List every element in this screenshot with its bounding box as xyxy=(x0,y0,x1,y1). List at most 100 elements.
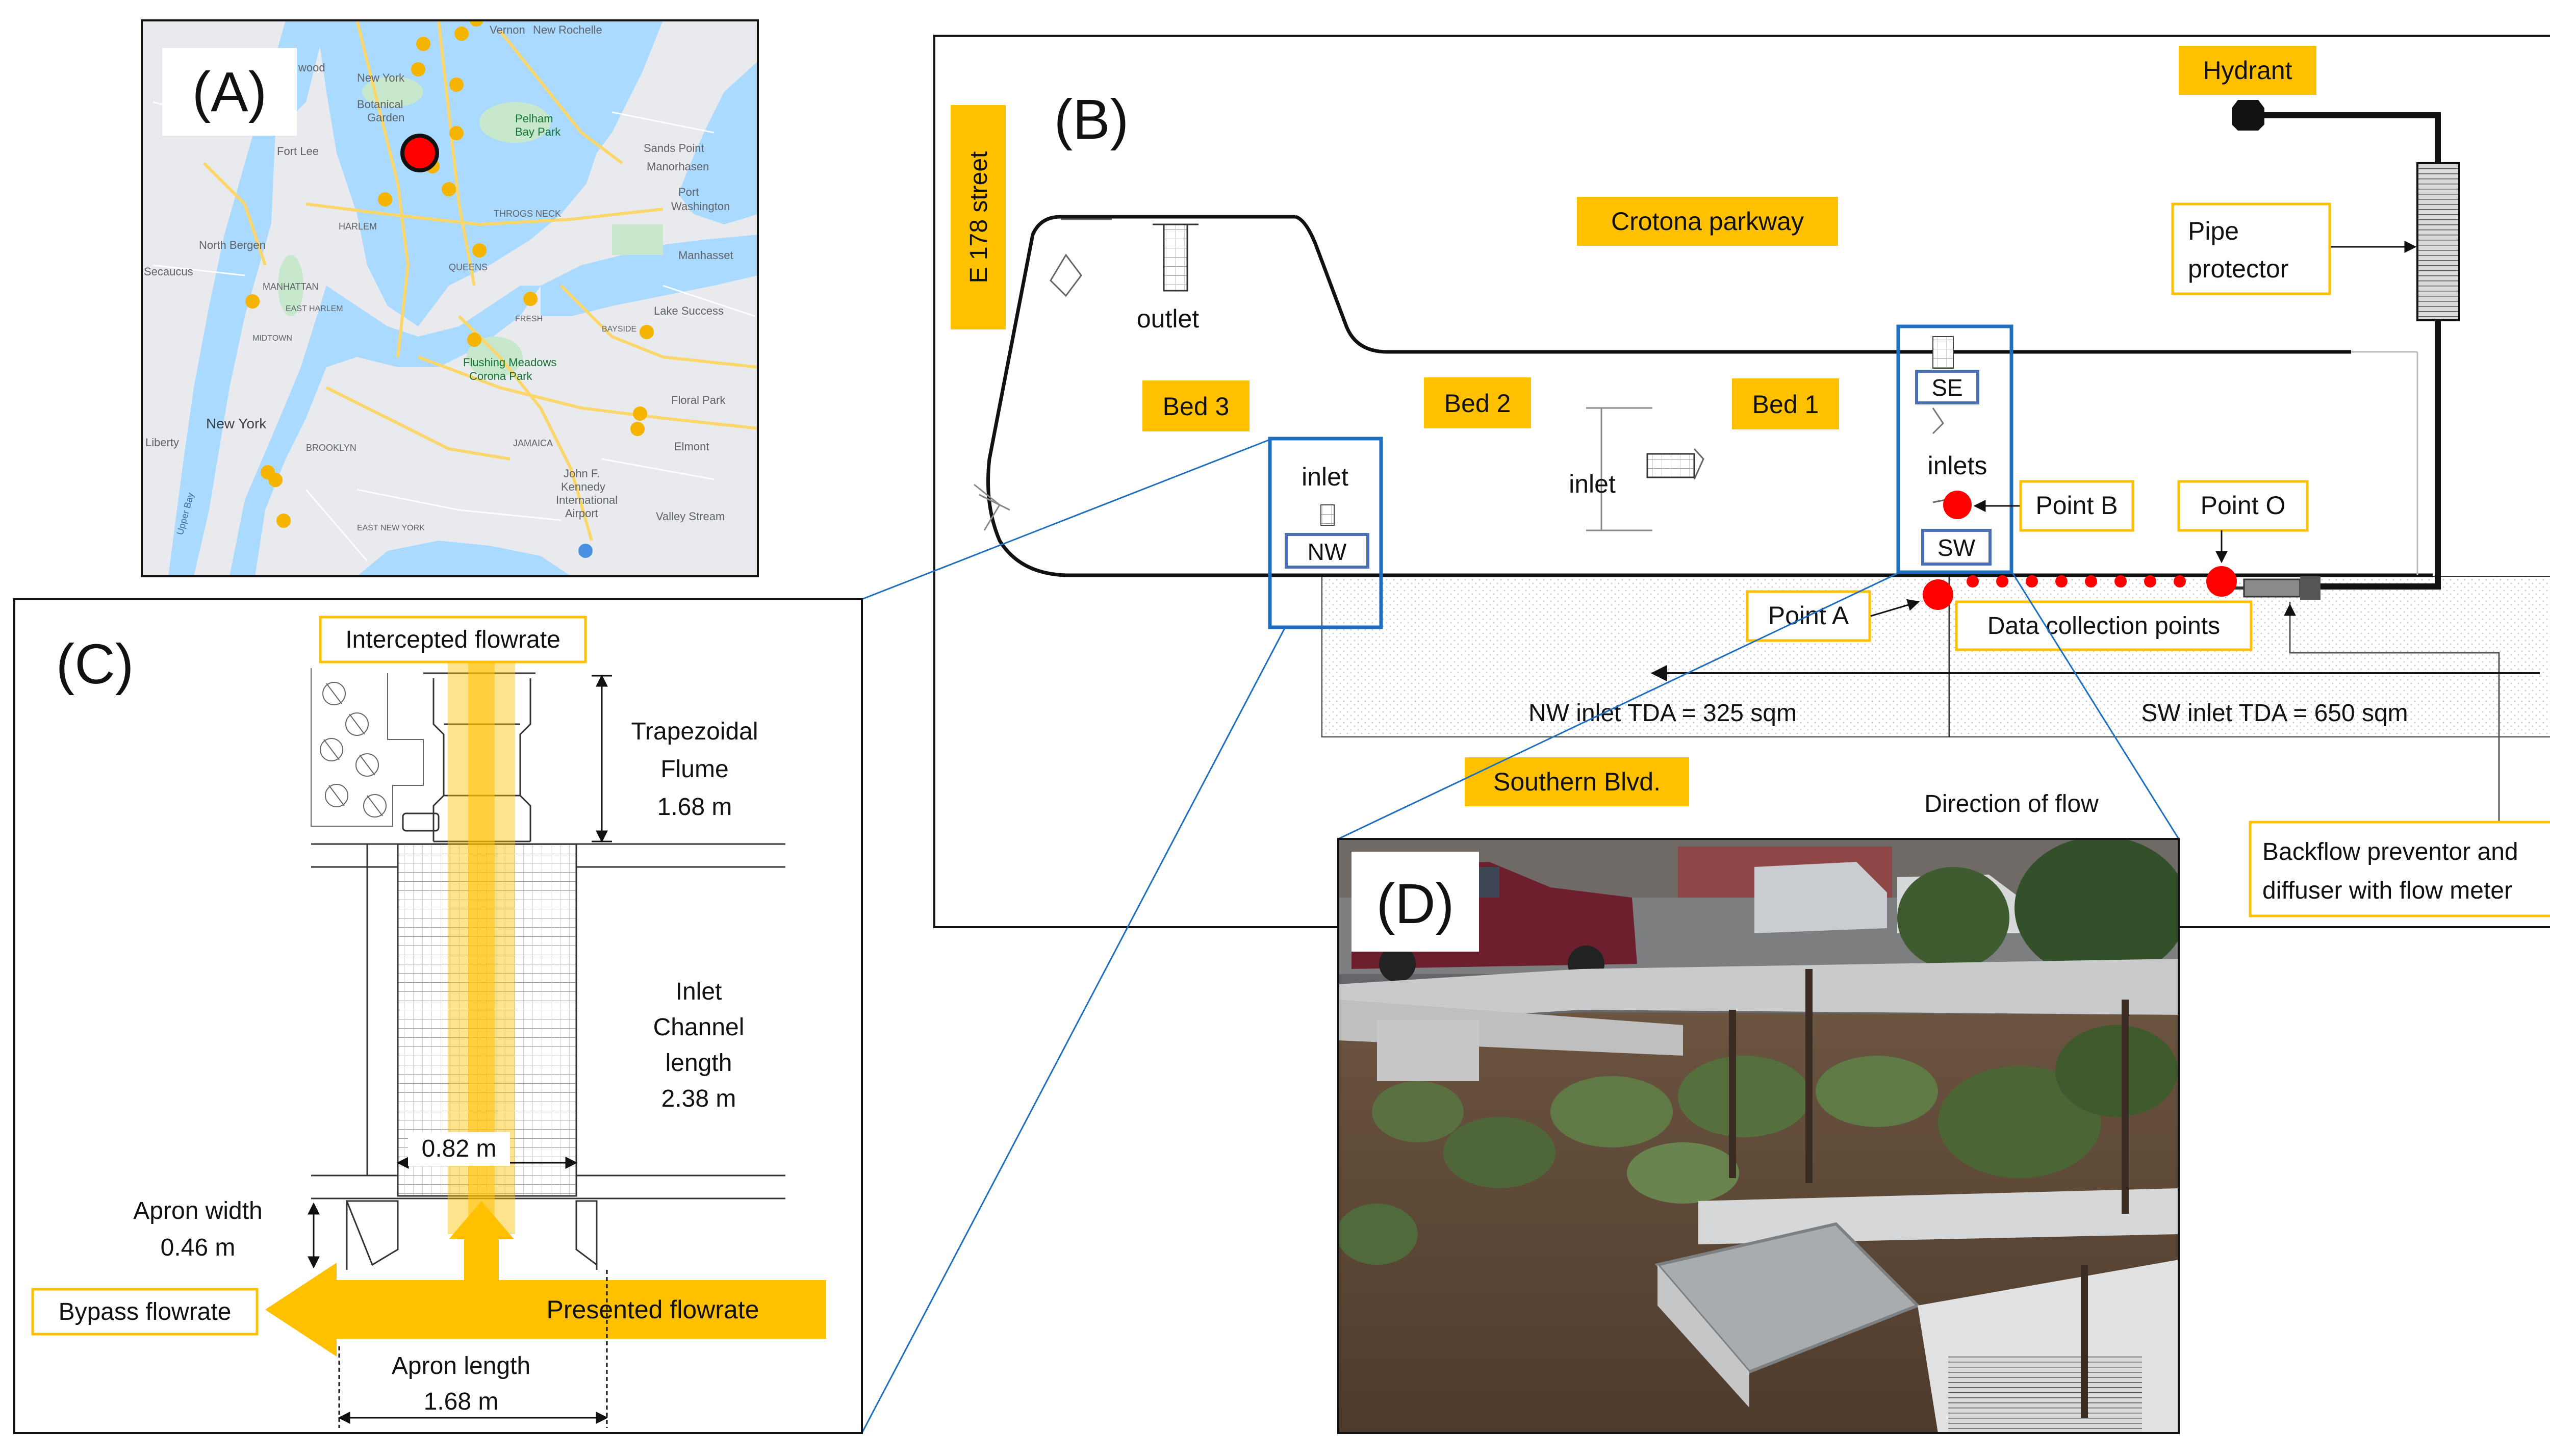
map-pin-icon xyxy=(630,422,645,451)
point-o-marker xyxy=(2206,566,2237,597)
pipe-protector-label: protector xyxy=(2188,254,2288,283)
map-label: MANHATTAN xyxy=(263,282,318,292)
nw-tda-label: NW inlet TDA = 325 sqm xyxy=(1528,700,1797,727)
nw-inlet-label: inlet xyxy=(1302,463,1348,491)
map-label: Garden xyxy=(367,111,404,124)
map-water-jamaica-bay xyxy=(357,541,571,576)
planting-hatch xyxy=(311,668,424,827)
map-label: Botanical xyxy=(357,98,403,111)
apron-length-value: 1.68 m xyxy=(424,1388,499,1415)
data-point-marker xyxy=(1996,575,2008,587)
point-o-label: Point O xyxy=(2201,491,2286,520)
map-label: JAMAICA xyxy=(513,438,553,448)
apron-width-value: 0.46 m xyxy=(161,1234,236,1261)
map-water-east-river xyxy=(230,286,541,576)
data-point-marker xyxy=(2174,575,2186,587)
map-pin-icon xyxy=(469,20,483,42)
width-label-bg xyxy=(408,1132,510,1166)
map-label: New York xyxy=(206,416,267,431)
data-point-marker xyxy=(2026,575,2038,587)
photo-stake xyxy=(1729,1010,1736,1178)
map-pin-icon xyxy=(449,126,464,156)
bed3-label-box xyxy=(1142,380,1250,431)
map-label: New York xyxy=(357,71,405,84)
site-location-marker xyxy=(400,134,439,172)
map-labels: Vernon New Rochelle New York Botanical G… xyxy=(144,23,733,536)
bioswale-outline xyxy=(986,215,2433,577)
photo-stake xyxy=(1805,969,1813,1183)
map-label: EAST HARLEM xyxy=(286,304,343,313)
backflow-label: Backflow preventor and xyxy=(2262,838,2518,865)
panel-a-map: Vernon New Rochelle New York Botanical G… xyxy=(141,19,759,577)
intercepted-label-box xyxy=(319,616,587,663)
map-highways xyxy=(202,20,758,541)
southern-blvd-label-box xyxy=(1465,757,1689,806)
map-pin-icon xyxy=(261,465,275,495)
map-label: BROOKLYN xyxy=(306,443,356,453)
map-land-nj xyxy=(142,20,286,576)
hydrant-icon xyxy=(2232,100,2264,131)
map-pins xyxy=(245,20,654,558)
connector-lines xyxy=(861,439,2180,1434)
photo-curb xyxy=(1338,959,2179,1025)
map-label: THROGS NECK xyxy=(494,209,561,219)
map-pin-icon xyxy=(633,406,648,436)
map-pin-icon xyxy=(454,27,469,56)
point-o-label-box xyxy=(2177,480,2309,532)
data-point-marker xyxy=(1967,575,1979,587)
map-pin-icon xyxy=(276,514,291,543)
outlet-structure-left xyxy=(974,483,1010,531)
map-pin-icon xyxy=(411,62,426,92)
map-pin-icon xyxy=(467,333,482,362)
map-label: Manorhasen xyxy=(647,160,709,173)
e178-street-label: E 178 street xyxy=(965,151,992,284)
map-pin-icon xyxy=(640,325,654,354)
map-label: North Bergen xyxy=(199,239,266,251)
map-label: Secaucus xyxy=(144,265,193,278)
apron-width-label: Apron width xyxy=(133,1197,262,1224)
data-collection-points xyxy=(1923,566,2237,610)
mid-inlet-label: inlet xyxy=(1569,470,1616,498)
map-border xyxy=(141,19,759,577)
point-b-label: Point B xyxy=(2035,491,2118,520)
panel-c-inlet-detail: (C) xyxy=(13,598,863,1434)
presented-flow-arrow xyxy=(265,1263,826,1357)
flow-direction-label: Direction of flow xyxy=(1924,790,2099,818)
se-inlet-label-box xyxy=(1915,370,1979,404)
intercepted-flow-arrow xyxy=(449,1201,514,1306)
map-pin-icon xyxy=(472,243,487,273)
panel-b-site-plan: (B) SE xyxy=(933,35,2550,928)
intercepted-flow-label: Intercepted flowrate xyxy=(345,626,560,653)
bed3-label: Bed 3 xyxy=(1163,392,1230,421)
bed1-label-box xyxy=(1732,378,1839,429)
panel-b-label: (B) xyxy=(1054,88,1129,151)
map-park xyxy=(612,224,663,255)
map-label: Valley Stream xyxy=(656,510,725,523)
hydrant-label-box xyxy=(2179,46,2316,95)
map-label: Elmont xyxy=(674,440,709,453)
map-pin-icon xyxy=(378,192,393,222)
data-point-marker xyxy=(2085,575,2097,587)
channel-label: Channel xyxy=(653,1014,745,1041)
photo-tree xyxy=(2014,839,2179,979)
pipe-protector xyxy=(2416,162,2460,321)
channel-length-label: 2.38 m xyxy=(661,1085,736,1112)
map-label: Fort Lee xyxy=(277,145,319,158)
map-label: Vernon xyxy=(490,23,525,36)
map-label: Corona Park xyxy=(469,370,533,382)
nw-inlet-box xyxy=(1268,437,1383,629)
panel-d-photo: (D) xyxy=(1337,838,2180,1434)
data-points-label: Data collection points xyxy=(1987,612,2220,640)
photo-car xyxy=(1754,862,1887,933)
bed2-label: Bed 2 xyxy=(1444,389,1511,418)
map-pin-icon xyxy=(268,473,283,502)
pipe-protector-label: Pipe xyxy=(2188,217,2239,245)
map-label: Liberty xyxy=(145,436,179,449)
photo-stake xyxy=(2122,1000,2129,1214)
map-label: Floral Park xyxy=(671,394,726,406)
outlet-label: outlet xyxy=(1137,304,1199,333)
bypass-label-box xyxy=(31,1288,259,1336)
map-label: Washington xyxy=(671,200,730,213)
flume-length-label: 1.68 m xyxy=(657,794,732,821)
crotona-label-box xyxy=(1577,197,1838,246)
